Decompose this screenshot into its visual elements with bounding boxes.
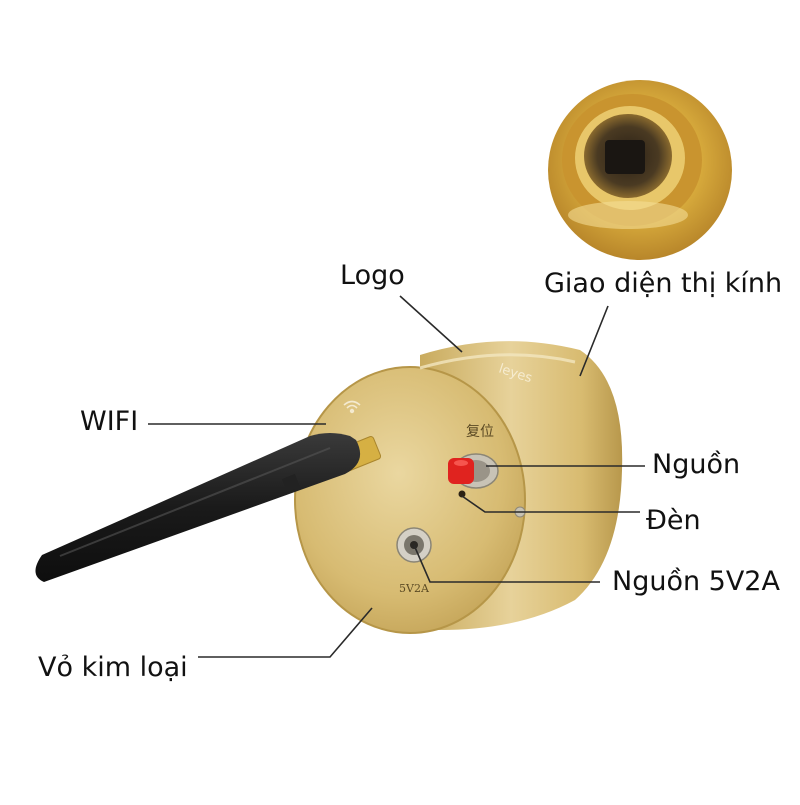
callout-power: Nguồn: [652, 449, 741, 480]
sensor-chip: [605, 140, 645, 174]
light-leader: [461, 495, 640, 513]
eyepiece-closeup: [548, 80, 732, 260]
camera-body: leyes 复位: [294, 341, 623, 634]
logo-leader: [399, 295, 463, 353]
callout-logo: Logo: [340, 260, 405, 291]
callout-metal-case: Vỏ kim loại: [38, 652, 188, 683]
metal-case-leader: [198, 607, 373, 658]
wifi-antenna: [35, 433, 382, 582]
reset-label: 复位: [466, 423, 494, 440]
indicator-light: [458, 490, 466, 498]
power5v2a-leader: [413, 544, 600, 583]
callout-power-5v2a: Nguồn 5V2A: [612, 566, 780, 597]
wifi-icon: [343, 400, 361, 414]
callout-light: Đèn: [646, 505, 701, 536]
power-jack-label: 5V2A: [399, 582, 430, 595]
callout-wifi: WIFI: [80, 406, 139, 437]
callout-eyepiece: Giao diện thị kính: [544, 268, 783, 299]
reset-button: [448, 453, 499, 489]
eyepiece-leader: [579, 305, 609, 377]
callout-lines: [148, 295, 645, 658]
